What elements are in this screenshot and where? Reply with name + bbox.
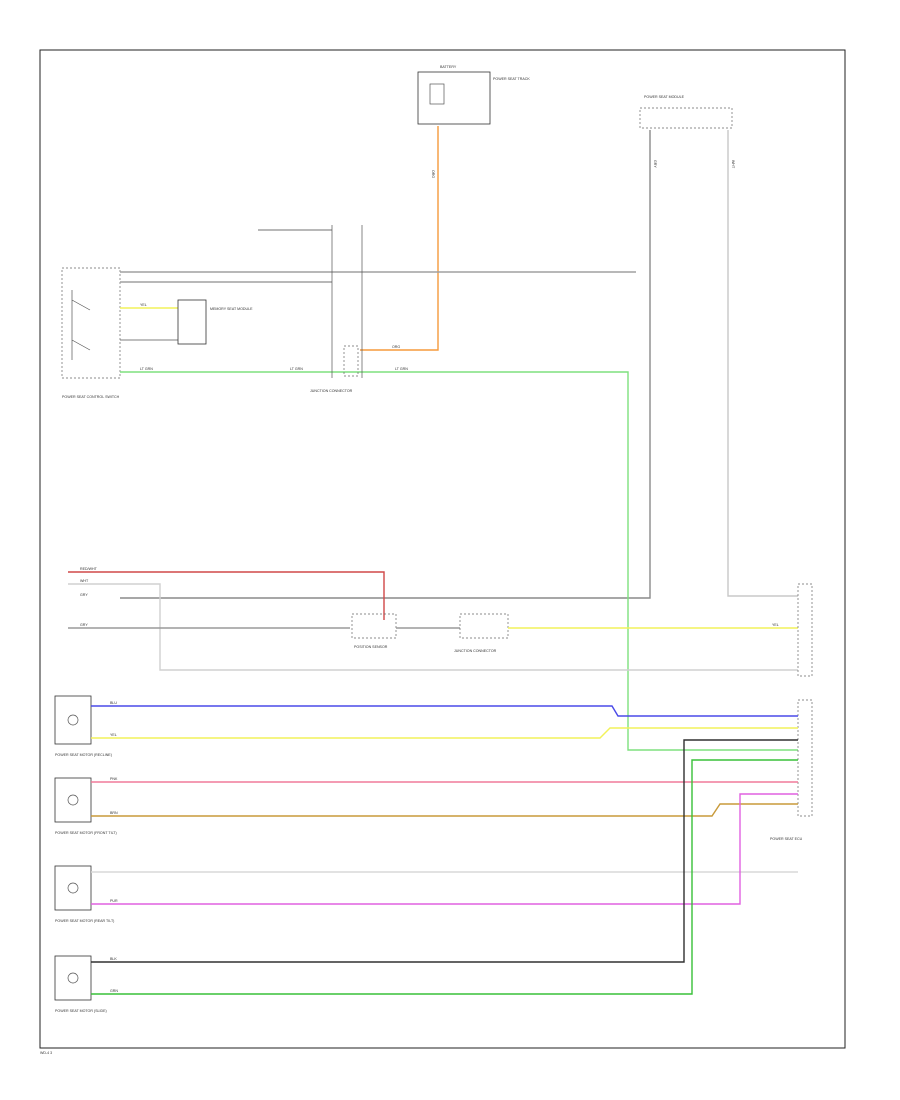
inner-module-label: MEMORY SEAT MODULE bbox=[210, 307, 253, 311]
control-switch-label: POWER SEAT CONTROL SWITCH bbox=[62, 395, 120, 399]
motor-4-label: POWER SEAT MOTOR (SLIDE) bbox=[55, 1009, 107, 1013]
wire-light-green bbox=[120, 371, 798, 751]
wire-label-wht-mid: WHT bbox=[80, 579, 89, 583]
top-relay-symbol bbox=[429, 83, 445, 105]
wire-label-red: RED/WHT bbox=[80, 567, 98, 571]
motor-1-box bbox=[54, 695, 92, 745]
junction-connector-box bbox=[343, 345, 359, 377]
wire-violet bbox=[91, 793, 798, 905]
wire-orange bbox=[360, 126, 439, 351]
wire-label-brn: BRN bbox=[110, 811, 118, 815]
wire-black bbox=[91, 739, 798, 963]
motor-3-label: POWER SEAT MOTOR (REAR TILT) bbox=[55, 919, 114, 923]
wire-label-grn: GRN bbox=[110, 989, 118, 993]
wire-yellow-motor bbox=[91, 727, 798, 739]
junction-verticals bbox=[331, 225, 363, 378]
motor-2-label: POWER SEAT MOTOR (FRONT TILT) bbox=[55, 831, 117, 835]
control-switch-box bbox=[61, 267, 121, 379]
wire-label-yel-mid: YEL bbox=[772, 623, 779, 627]
wire-label-yel-short: YEL bbox=[140, 303, 147, 307]
wire-label-blu: BLU bbox=[110, 701, 117, 705]
right-module-label: POWER SEAT ECU bbox=[770, 837, 803, 841]
wire-red bbox=[68, 571, 385, 620]
position-sensor-box bbox=[351, 613, 397, 639]
control-switch-contacts bbox=[71, 290, 91, 360]
wire-label-wht-top: WHT bbox=[731, 160, 735, 169]
footer-ref: WD-4 3 bbox=[40, 1051, 52, 1055]
top-relay-note: POWER SEAT TRACK bbox=[493, 77, 530, 81]
wire-label-gry-top: GRY bbox=[653, 160, 657, 168]
wire-label-ltgrn-1: LT GRN bbox=[140, 367, 153, 371]
position-sensor-label: POSITION SENSOR bbox=[354, 645, 388, 649]
wire-white-right bbox=[727, 130, 798, 597]
right-upper-connector bbox=[797, 583, 813, 677]
wire-blue bbox=[91, 705, 798, 717]
wire-label-ltgrn-2: LT GRN bbox=[290, 367, 303, 371]
wire-label-pnk: PNK bbox=[110, 777, 118, 781]
top-relay-box bbox=[417, 71, 491, 125]
motor-1-label: POWER SEAT MOTOR (RECLINE) bbox=[55, 753, 112, 757]
diagram-frame bbox=[39, 49, 846, 1049]
motor-4-symbol bbox=[67, 972, 79, 984]
wire-label-org-top: ORG bbox=[431, 170, 435, 178]
wire-label-blk: BLK bbox=[110, 957, 117, 961]
wire-label-gry-sensor: GRY bbox=[80, 623, 88, 627]
upper-right-module-label: POWER SEAT MODULE bbox=[644, 95, 685, 99]
memory-module-box bbox=[459, 613, 509, 639]
memory-module-label: JUNCTION CONNECTOR bbox=[454, 649, 497, 653]
top-relay-label: BATTERY bbox=[440, 65, 457, 69]
right-module-connector bbox=[797, 699, 813, 817]
wire-label-org: ORG bbox=[392, 345, 400, 349]
wire-white-mid bbox=[68, 583, 798, 671]
motor-1-symbol bbox=[67, 714, 79, 726]
motor-2-box bbox=[54, 777, 92, 823]
upper-right-module-box bbox=[639, 107, 733, 129]
wire-label-yel-motor: YEL bbox=[110, 733, 117, 737]
wire-green bbox=[91, 759, 798, 995]
motor-4-box bbox=[54, 955, 92, 1001]
wire-label-gry-mid: GRY bbox=[80, 593, 88, 597]
inner-module-box bbox=[177, 299, 207, 345]
motor-3-box bbox=[54, 865, 92, 911]
motor-2-symbol bbox=[67, 794, 79, 806]
wire-label-ltgrn-3: LT GRN bbox=[395, 367, 408, 371]
motor-3-symbol bbox=[67, 882, 79, 894]
wire-brown bbox=[91, 803, 798, 817]
wire-gray-long bbox=[120, 130, 651, 599]
junction-connector-label: JUNCTION CONNECTOR bbox=[310, 389, 353, 393]
wire-label-pur: PUR bbox=[110, 899, 118, 903]
